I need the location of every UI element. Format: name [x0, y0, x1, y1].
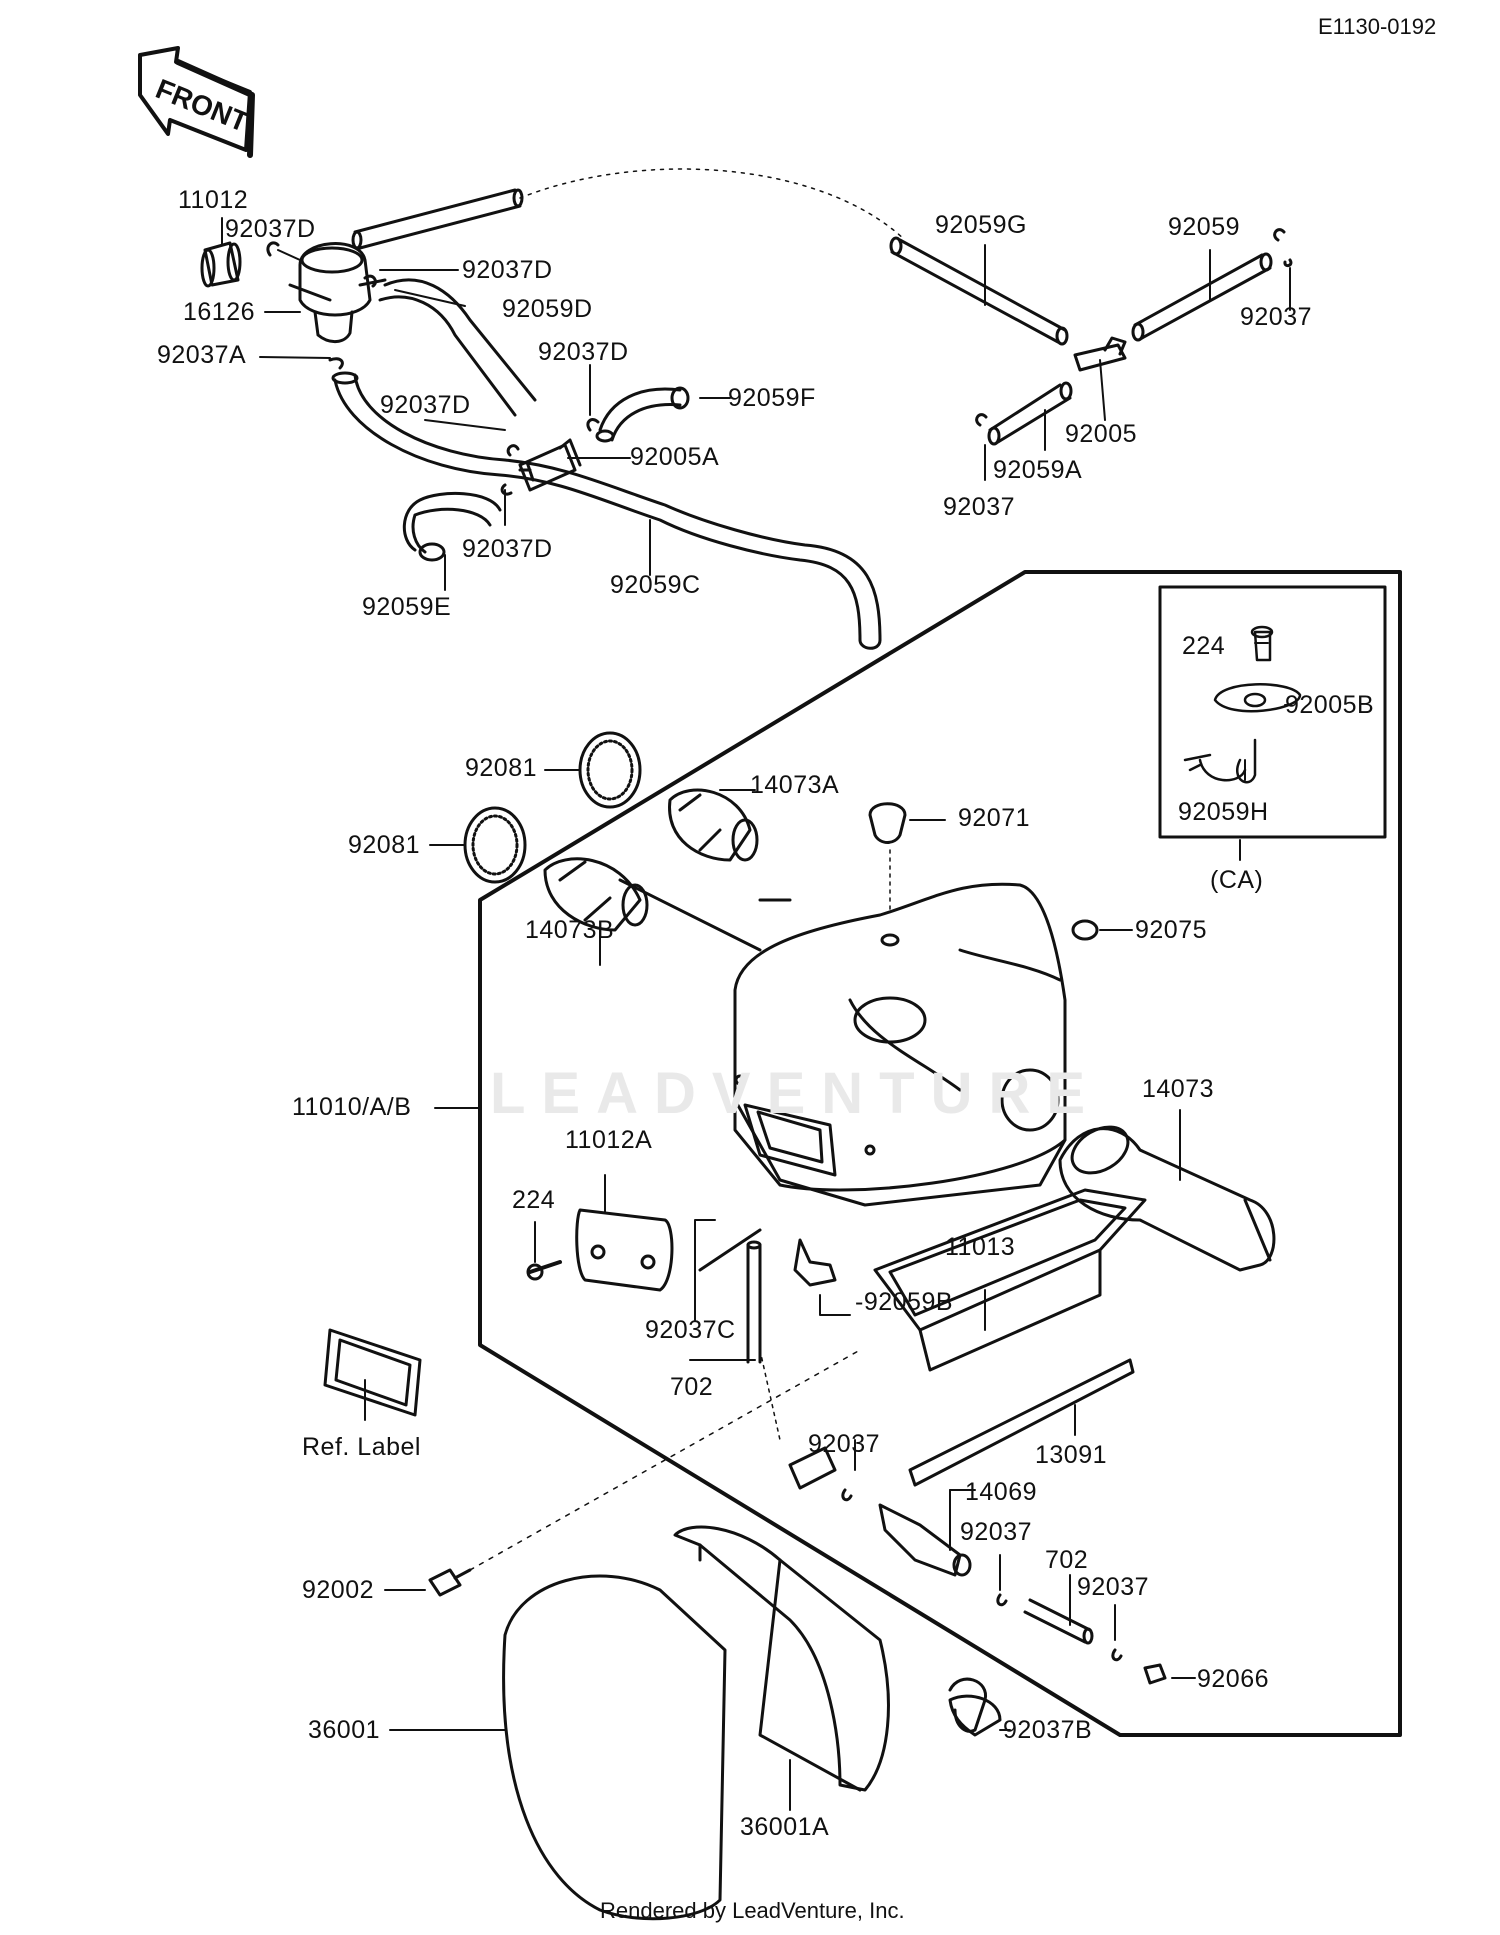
part-702-b: 702: [1045, 1546, 1089, 1574]
air-cleaner-cover: [502, 1574, 727, 1921]
part-92059H: 92059H: [1178, 798, 1269, 826]
part-ref-label: Ref. Label: [302, 1433, 421, 1461]
part-92037A: 92037A: [157, 341, 247, 369]
cover-frame: [673, 1525, 890, 1792]
diagram-code: E1130-0192: [1318, 14, 1437, 39]
part-92037B: 92037B: [1003, 1716, 1093, 1744]
bolt-92002: [428, 1349, 861, 1597]
leader-lines: [221, 217, 1291, 1811]
part-92037D-a: 92037D: [225, 215, 316, 243]
part-92059B: -92059B: [855, 1288, 954, 1316]
part-224-a: 224: [1182, 632, 1226, 660]
part-702-a: 702: [670, 1373, 714, 1401]
ca-inset-parts: [1183, 625, 1302, 784]
part-92037-c: 92037: [808, 1430, 881, 1458]
part-92037C: 92037C: [645, 1316, 736, 1344]
part-92037-b: 92037: [943, 493, 1016, 521]
ref-label-icon: [323, 1328, 422, 1417]
part-92037D-c: 92037D: [538, 338, 629, 366]
part-92005A: 92005A: [630, 443, 720, 471]
intake-duct: [1058, 1125, 1276, 1272]
part-11013: 11013: [945, 1233, 1016, 1261]
part-92066: 92066: [1197, 1665, 1270, 1693]
part-92037D-b: 92037D: [462, 256, 553, 284]
part-92002: 92002: [302, 1576, 375, 1604]
part-92037-d: 92037: [960, 1518, 1033, 1546]
inset-label-ca: (CA): [1210, 866, 1264, 894]
part-92037-e: 92037: [1077, 1573, 1150, 1601]
part-14069: 14069: [965, 1478, 1038, 1506]
part-224-b: 224: [512, 1186, 556, 1214]
drain-parts: [759, 1349, 1167, 1733]
part-92081-b: 92081: [348, 831, 421, 859]
part-92037D-d: 92037D: [380, 391, 471, 419]
part-92005B: 92005B: [1285, 691, 1375, 719]
part-92059C: 92059C: [610, 571, 701, 599]
part-14073: 14073: [1142, 1075, 1215, 1103]
air-filter-element: [873, 1188, 1147, 1487]
assembly-outline: [478, 570, 1402, 1737]
part-92059A: 92059A: [993, 456, 1083, 484]
front-arrow-icon: FRONT: [138, 46, 255, 158]
watermark: LEADVENTURE: [490, 1061, 1102, 1126]
part-92005: 92005: [1065, 420, 1138, 448]
part-92059F: 92059F: [728, 384, 816, 412]
part-36001A: 36001A: [740, 1813, 830, 1841]
part-92071: 92071: [958, 804, 1031, 832]
part-11010AB: 11010/A/B: [292, 1093, 412, 1121]
part-13091: 13091: [1035, 1441, 1108, 1469]
part-92037-a: 92037: [1240, 303, 1313, 331]
part-36001: 36001: [308, 1716, 381, 1744]
part-92059G: 92059G: [935, 211, 1027, 239]
part-11012A: 11012A: [565, 1126, 653, 1154]
ca-inset-box: [1158, 585, 1387, 839]
part-92075: 92075: [1135, 916, 1208, 944]
footer-credit: Rendered by LeadVenture, Inc.: [600, 1898, 905, 1923]
part-14073B: 14073B: [525, 916, 615, 944]
part-92059: 92059: [1168, 213, 1241, 241]
upper-hose-assembly: [200, 168, 1293, 650]
airbox-housing: [618, 878, 1067, 1272]
cover-plate: [575, 1208, 674, 1292]
part-14073A: 14073A: [750, 771, 840, 799]
part-92059E: 92059E: [362, 593, 452, 621]
part-11012: 11012: [178, 186, 249, 214]
part-92081-a: 92081: [465, 754, 538, 782]
part-16126: 16126: [183, 298, 256, 326]
part-92059D: 92059D: [502, 295, 593, 323]
intake-boots: [543, 788, 759, 932]
part-92037D-e: 92037D: [462, 535, 553, 563]
